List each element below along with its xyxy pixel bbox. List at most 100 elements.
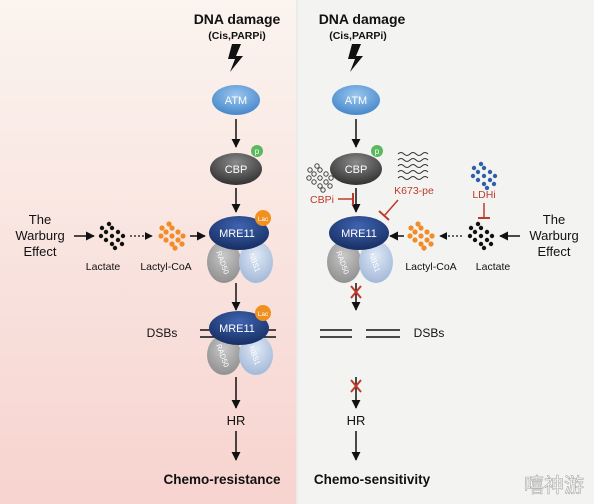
right-outcome-label: Chemo-sensitivity — [314, 472, 431, 487]
left-lac-badge — [255, 210, 271, 226]
right-lightning-icon — [348, 44, 363, 72]
right-cbp-node — [330, 153, 382, 185]
left-outcome-label: Chemo-resistance — [163, 472, 281, 487]
cbpi-label: CBPi — [310, 194, 334, 206]
ldhi-cluster — [470, 161, 498, 191]
molecule-dot — [311, 179, 317, 185]
right-hr-label: HR — [347, 413, 366, 428]
molecule-dot — [481, 165, 487, 171]
right-lactate-cluster — [467, 221, 495, 251]
right-lactate-label: Lactate — [476, 261, 511, 273]
left-lactate-label: Lactate — [86, 261, 121, 273]
molecule-dot — [418, 241, 424, 247]
left-lac-label: Lac — [258, 216, 269, 223]
right-warburg-line3: Effect — [537, 244, 570, 259]
molecule-dot — [478, 161, 484, 167]
molecule-dot — [487, 177, 493, 183]
molecule-dot — [468, 225, 474, 231]
left-atm-label: ATM — [225, 95, 247, 107]
block-cross-icon-1 — [350, 285, 362, 299]
right-warburg-line1: The — [543, 212, 565, 227]
ldhi-label: LDHi — [472, 189, 495, 201]
molecule-dot — [470, 173, 476, 179]
molecule-dot — [109, 241, 115, 247]
left-nbs1-node — [239, 241, 273, 283]
left-lactyl-coa-cluster — [158, 221, 186, 251]
molecule-dot — [429, 233, 435, 239]
molecule-dot — [169, 241, 175, 247]
molecule-dot — [484, 237, 490, 243]
molecule-dot — [317, 175, 323, 181]
molecule-dot — [317, 167, 323, 173]
molecule-dot — [489, 233, 495, 239]
molecule-dot — [314, 163, 320, 169]
left-warburg-line3: Effect — [23, 244, 56, 259]
left-rad50-dsb-node — [207, 335, 241, 375]
left-lactate-cluster — [98, 221, 126, 251]
right-dsb-lines — [320, 329, 400, 338]
right-cbp-label: CBP — [345, 164, 368, 176]
molecule-dot — [421, 245, 427, 251]
left-mre11-label: MRE11 — [219, 228, 255, 240]
molecule-dot — [98, 233, 104, 239]
molecule-dot — [407, 233, 413, 239]
right-lactyl-coa-label: Lactyl-CoA — [405, 261, 456, 273]
molecule-dot — [481, 245, 487, 251]
left-cbp-node — [210, 153, 262, 185]
molecule-dot — [492, 173, 498, 179]
molecule-dot — [103, 237, 109, 243]
molecule-dot — [175, 237, 181, 243]
molecule-dot — [481, 181, 487, 187]
molecule-dot — [487, 169, 493, 175]
molecule-dot — [99, 225, 105, 231]
molecule-dot — [424, 229, 430, 235]
right-atm-node — [332, 85, 380, 115]
k673-label: K673-pe — [394, 185, 434, 197]
left-mre11-dsb-node — [209, 311, 269, 345]
molecule-dot — [163, 237, 169, 243]
molecule-dot — [475, 177, 481, 183]
molecule-dot — [172, 245, 178, 251]
right-mre11-label: MRE11 — [341, 228, 377, 240]
molecule-dot — [472, 229, 478, 235]
block-cross-icon-2 — [350, 379, 362, 393]
molecule-dot — [112, 245, 118, 251]
molecule-dot — [484, 229, 490, 235]
molecule-dot — [475, 221, 481, 227]
molecule-dot — [115, 229, 121, 235]
molecule-dot — [307, 167, 313, 173]
molecule-dot — [175, 229, 181, 235]
molecule-dot — [169, 233, 175, 239]
molecule-dot — [179, 241, 185, 247]
molecule-dot — [163, 229, 169, 235]
molecule-dot — [478, 241, 484, 247]
left-hr-label: HR — [227, 413, 246, 428]
right-warburg-line2: Warburg — [529, 228, 578, 243]
right-dsbs-label: DSBs — [414, 326, 445, 340]
right-nbs1-node — [359, 241, 393, 283]
molecule-dot — [491, 181, 497, 187]
molecule-dot — [481, 173, 487, 179]
molecule-dot — [159, 225, 165, 231]
molecule-dot — [180, 233, 186, 239]
molecule-dot — [109, 233, 115, 239]
molecule-dot — [467, 233, 473, 239]
molecule-dot — [109, 225, 115, 231]
right-phospho-badge — [371, 145, 383, 157]
molecule-dot — [317, 183, 323, 189]
watermark: 嘻神游 — [524, 473, 584, 497]
right-mre11-node — [329, 216, 389, 250]
right-phospho-label: p — [375, 147, 380, 156]
molecule-dot — [328, 175, 334, 181]
left-mre11-dsb-label: MRE11 — [219, 323, 255, 335]
right-dna-damage-label: DNA damage — [319, 11, 406, 27]
molecule-dot — [323, 179, 329, 185]
molecule-dot — [115, 237, 121, 243]
molecule-dot — [320, 187, 326, 193]
molecule-dot — [412, 229, 418, 235]
molecule-dot — [488, 241, 494, 247]
right-atm-label: ATM — [345, 95, 367, 107]
left-nbs1-dsb-node — [239, 335, 273, 375]
ldhi-inhibit-arrow — [478, 203, 490, 219]
molecule-dot — [158, 233, 164, 239]
